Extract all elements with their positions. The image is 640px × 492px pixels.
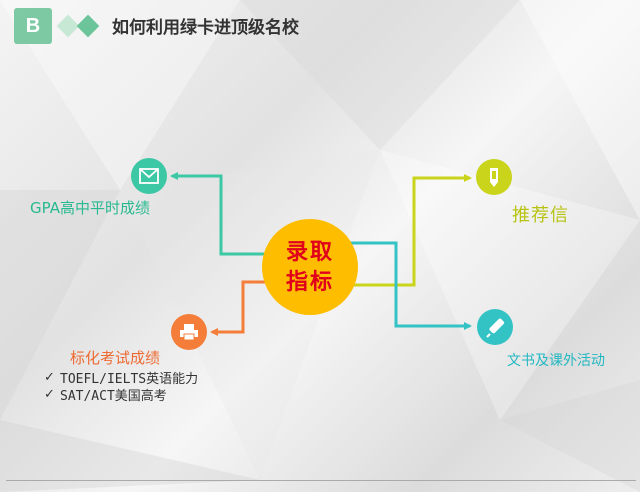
checklist-item: ✓ SAT/ACT美国高考 xyxy=(44,386,198,404)
checklist-text: SAT/ACT美国高考 xyxy=(60,389,167,404)
pen-icon xyxy=(477,309,513,345)
connector-gpa xyxy=(170,172,300,256)
connector-essays xyxy=(350,241,472,330)
checkmark-icon: ✓ xyxy=(44,387,55,402)
footer-divider xyxy=(6,480,636,481)
pencil-icon xyxy=(476,159,512,195)
printer-icon xyxy=(171,314,207,350)
page-title: 如何利用绿卡进顶级名校 xyxy=(112,18,299,38)
hub-label: 录取指标 xyxy=(285,239,334,295)
node-label-recommendation: 推荐信 xyxy=(512,205,569,226)
checkmark-icon: ✓ xyxy=(44,370,55,385)
node-label-gpa: GPA高中平时成绩 xyxy=(30,199,150,217)
tests-checklist: ✓ TOEFL/IELTS英语能力 ✓ SAT/ACT美国高考 xyxy=(44,369,199,404)
checklist-text: TOEFL/IELTS英语能力 xyxy=(60,372,199,387)
node-label-tests: 标化考试成绩 xyxy=(70,349,161,367)
checklist-item: ✓ TOEFL/IELTS英语能力 xyxy=(44,369,199,387)
central-hub: 录取指标 xyxy=(262,219,358,315)
section-badge: B xyxy=(14,8,52,44)
node-label-essays: 文书及课外活动 xyxy=(507,353,605,369)
envelope-icon xyxy=(131,158,167,194)
connector-recommendation xyxy=(350,174,472,287)
